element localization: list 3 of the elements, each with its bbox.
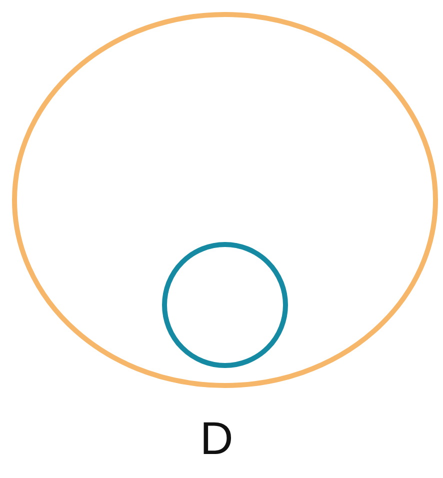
outer-ellipse <box>12 12 438 388</box>
inner-circle <box>162 242 288 368</box>
figure-label: D <box>200 415 234 461</box>
